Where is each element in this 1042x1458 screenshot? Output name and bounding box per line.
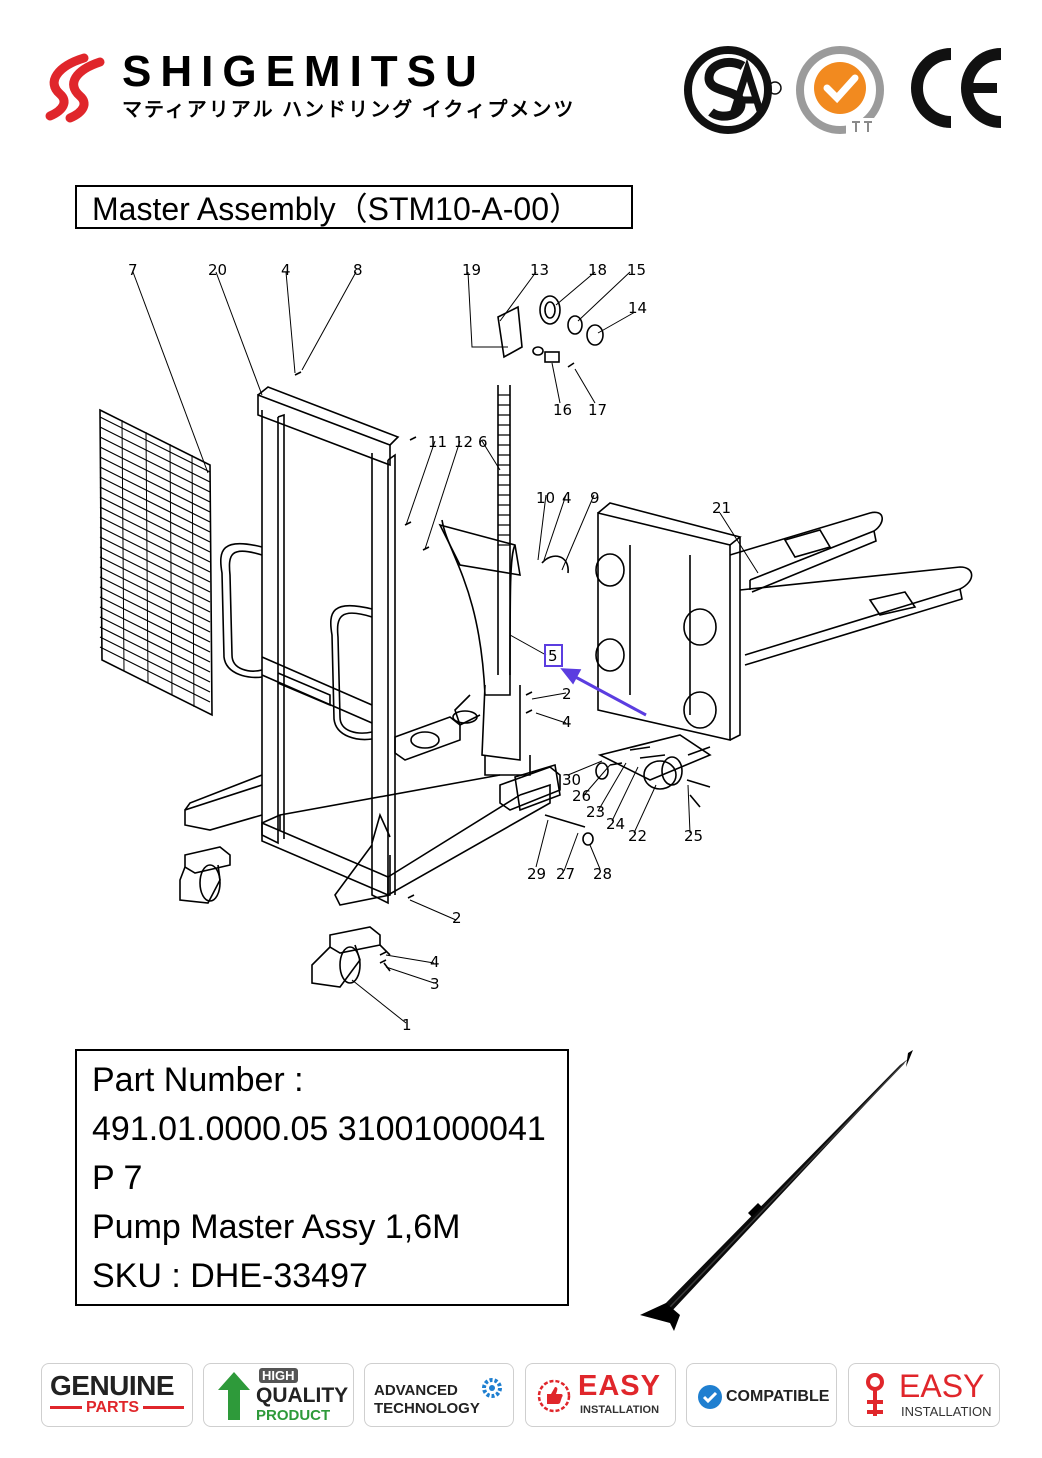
part-number-label: Part Number : xyxy=(92,1061,304,1099)
advanced-technology-badge: ADVANCED TECHNOLOGY xyxy=(364,1363,514,1427)
iso-sgs-icon xyxy=(796,46,884,134)
callout-23: 23 xyxy=(586,803,605,821)
part-position: P 7 xyxy=(92,1159,143,1197)
badge-compatible-line1: COMPATIBLE xyxy=(726,1388,830,1405)
part-info-box: Part Number : 491.01.0000.05 31001000041… xyxy=(75,1049,569,1306)
callout-20: 20 xyxy=(208,261,227,279)
fork-carriage xyxy=(595,502,973,742)
callout-13: 13 xyxy=(530,261,549,279)
small-hardware xyxy=(294,371,569,964)
callout-17: 17 xyxy=(588,401,607,419)
callout-4c: 4 xyxy=(562,713,572,731)
check-circle-icon xyxy=(698,1385,722,1409)
badge-easy2-line2: INSTALLATION xyxy=(901,1404,992,1419)
callout-8: 8 xyxy=(353,261,363,279)
part-number-value: 491.01.0000.05 31001000041 xyxy=(92,1110,546,1148)
badge-easy-line1: EASY xyxy=(578,1370,661,1402)
csa-icon xyxy=(684,46,782,134)
title-box: Master Assembly（STM10-A-00） xyxy=(75,185,633,229)
badge-quality-line2: PRODUCT xyxy=(256,1407,331,1424)
callout-29: 29 xyxy=(527,865,546,883)
badge-easy2-line1: EASY xyxy=(899,1368,985,1404)
callout-26: 26 xyxy=(572,787,591,805)
brand-subtitle: マティアリアル ハンドリング イクィプメンツ xyxy=(122,99,576,121)
part-name: Pump Master Assy 1,6M xyxy=(92,1208,461,1246)
top-pulley-group xyxy=(497,295,604,368)
arrow-up-icon xyxy=(218,1372,250,1420)
part-sku: SKU : DHE-33497 xyxy=(92,1257,368,1295)
callout-19: 19 xyxy=(462,261,481,279)
callout-25: 25 xyxy=(684,827,703,845)
ce-icon xyxy=(911,48,1002,128)
compatible-badge: COMPATIBLE xyxy=(686,1363,837,1427)
callout-5: 5 xyxy=(548,647,558,665)
callout-11: 11 xyxy=(428,433,447,451)
thumbs-up-icon xyxy=(537,1379,571,1413)
callout-4b: 4 xyxy=(562,489,572,507)
callout-15: 15 xyxy=(627,261,646,279)
badge-genuine-line2: PARTS xyxy=(82,1399,144,1417)
wrench-icon xyxy=(866,1373,884,1416)
badge-advanced-line2: TECHNOLOGY xyxy=(374,1400,480,1417)
hydraulic-pump xyxy=(438,519,531,776)
badge-genuine-line1: GENUINE xyxy=(50,1370,175,1401)
callout-24: 24 xyxy=(606,815,625,833)
callout-4: 4 xyxy=(281,261,291,279)
shigemitsu-logo-icon xyxy=(45,53,105,123)
genuine-parts-badge: GENUINE PARTS xyxy=(41,1363,193,1427)
lifting-rack xyxy=(497,385,511,675)
callout-1: 1 xyxy=(402,1016,412,1034)
callout-16: 16 xyxy=(553,401,572,419)
callout-14: 14 xyxy=(628,299,647,317)
callout-12: 12 xyxy=(454,433,473,451)
wheel-assemblies xyxy=(514,734,712,846)
callout-2b: 2 xyxy=(452,909,462,927)
callout-4d: 4 xyxy=(430,953,440,971)
callout-labels: 7 20 4 8 19 13 18 15 14 16 17 11 12 6 10… xyxy=(128,261,731,1034)
callout-2: 2 xyxy=(562,685,572,703)
callout-10: 10 xyxy=(536,489,555,507)
badge-quality-line1: QUALITY xyxy=(256,1384,349,1407)
highlight-arrow xyxy=(544,644,647,717)
callout-7: 7 xyxy=(128,261,138,279)
callout-28: 28 xyxy=(593,865,612,883)
page-title: Master Assembly（STM10-A-00） xyxy=(92,191,582,227)
callout-30: 30 xyxy=(562,771,581,789)
callout-6: 6 xyxy=(478,433,488,451)
casters xyxy=(179,846,391,988)
callout-3: 3 xyxy=(430,975,440,993)
mesh-guard-panel xyxy=(99,408,213,717)
exploded-assembly-diagram: 7 20 4 8 19 13 18 15 14 16 17 11 12 6 10… xyxy=(99,261,973,1034)
callout-27: 27 xyxy=(556,865,575,883)
callout-9: 9 xyxy=(590,489,600,507)
gear-icon xyxy=(482,1378,502,1398)
easy-installation-badge-2: EASY INSTALLATION xyxy=(848,1363,1000,1427)
brand-name: SHIGEMITSU xyxy=(122,47,486,96)
product-photo xyxy=(640,1050,913,1331)
badge-easy-line2: INSTALLATION xyxy=(580,1404,660,1416)
high-quality-badge: HIGH QUALITY PRODUCT xyxy=(203,1363,354,1427)
leader-lines xyxy=(132,271,759,1024)
callout-21: 21 xyxy=(712,499,731,517)
badge-advanced-line1: ADVANCED xyxy=(374,1382,458,1399)
mast-frame xyxy=(184,386,561,906)
callout-18: 18 xyxy=(588,261,607,279)
easy-installation-badge: EASY INSTALLATION xyxy=(525,1363,676,1427)
badge-quality-line0: HIGH xyxy=(259,1368,298,1383)
callout-22: 22 xyxy=(628,827,647,845)
